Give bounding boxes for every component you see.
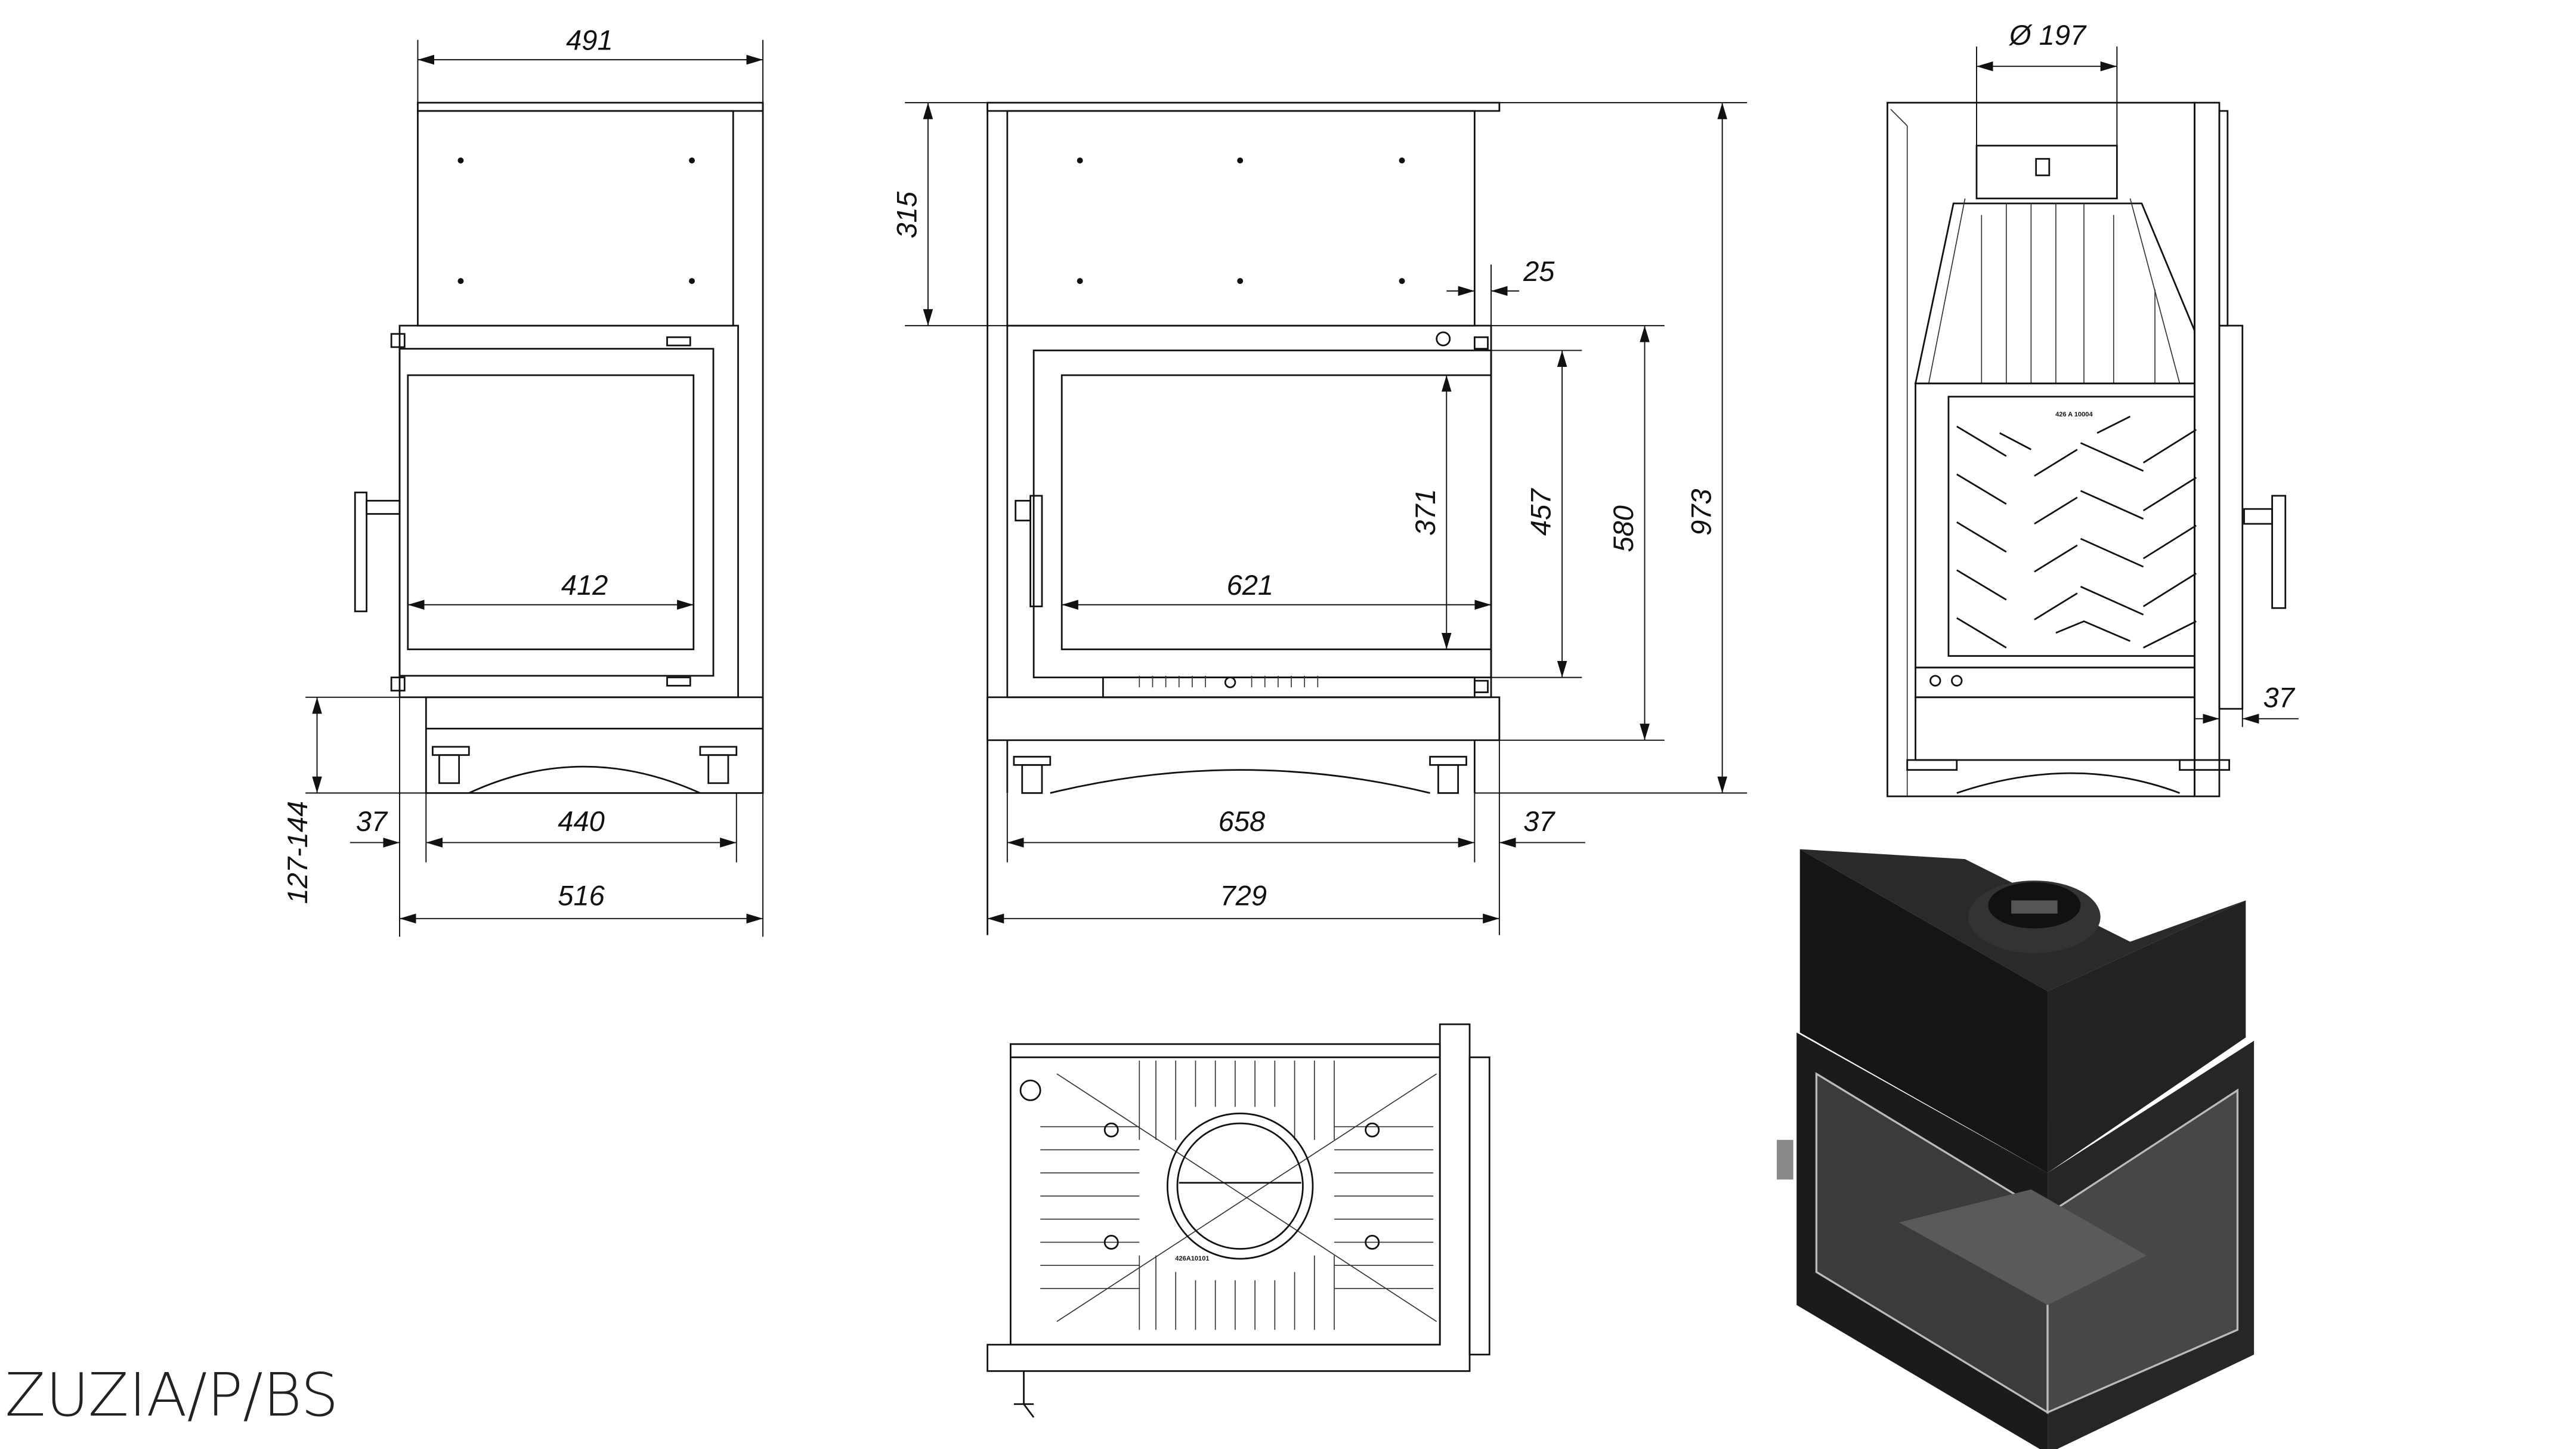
dim-width-top: 491 bbox=[566, 24, 613, 56]
dim-total-width: 729 bbox=[1220, 880, 1266, 912]
dim-glass-width: 412 bbox=[561, 569, 608, 601]
dim-total-height: 973 bbox=[1685, 489, 1717, 535]
chevron-pattern bbox=[1956, 415, 2197, 648]
dim-panel-inset: 25 bbox=[1523, 255, 1555, 287]
dim-side-offset: 37 bbox=[1523, 805, 1556, 837]
model-name: ZUZIA/P/BS bbox=[5, 1360, 338, 1430]
dim-flue-diameter: Ø 197 bbox=[2008, 19, 2087, 51]
dim-side-offset: 37 bbox=[2263, 681, 2295, 713]
dim-top-height: 315 bbox=[891, 191, 923, 238]
dim-leg-height: 127-144 bbox=[282, 801, 313, 904]
dim-glass-height: 371 bbox=[1409, 489, 1441, 535]
door-latch bbox=[1015, 495, 1043, 607]
dim-total-width: 516 bbox=[558, 880, 605, 912]
door-handle bbox=[2243, 495, 2287, 609]
side-view: 491 412 127-144 37 440 516 bbox=[282, 24, 764, 937]
rear-view: 426 A 10004 Ø 197 37 bbox=[1887, 19, 2299, 798]
dim-base-width: 658 bbox=[1219, 805, 1266, 837]
bottom-plate-code: 426A10101 bbox=[1175, 1255, 1209, 1262]
door-handle bbox=[354, 492, 401, 613]
rear-plate-code: 426 A 10004 bbox=[2055, 411, 2093, 418]
dim-door-height: 457 bbox=[1525, 488, 1557, 536]
front-view: 315 25 371 457 580 973 621 658 37 729 bbox=[891, 101, 1748, 935]
dim-glass-width: 621 bbox=[1227, 569, 1273, 601]
dim-base-width: 440 bbox=[558, 805, 605, 837]
fireplace-3d-render bbox=[1777, 849, 2255, 1449]
dim-side-offset: 37 bbox=[356, 805, 388, 837]
bottom-view: 426A10101 bbox=[987, 1023, 1490, 1418]
dim-body-height: 580 bbox=[1607, 505, 1639, 552]
